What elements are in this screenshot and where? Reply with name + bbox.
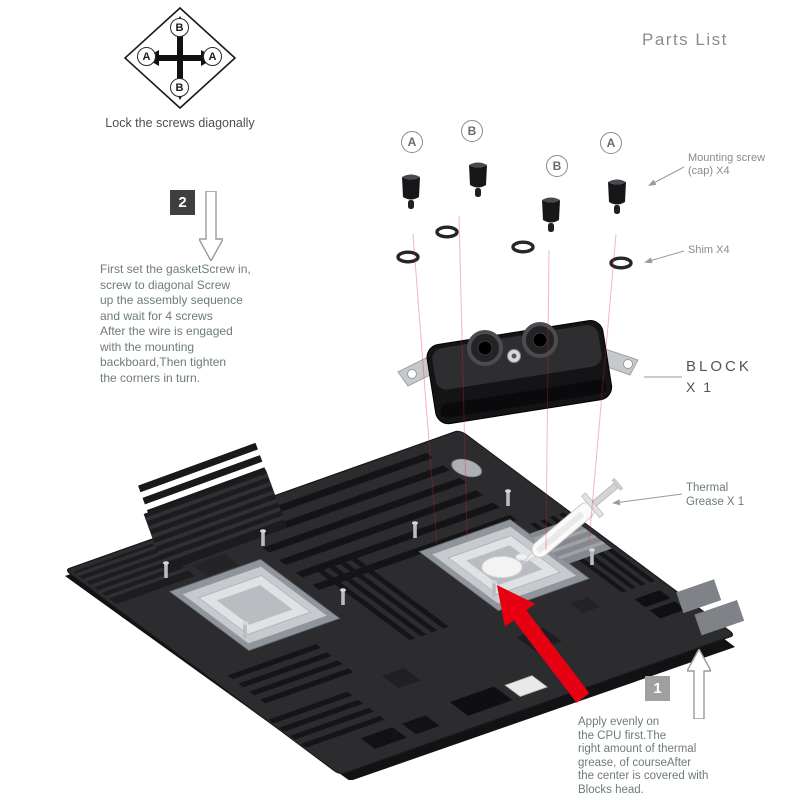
thermal-grease-label-line: Grease X 1 [686, 495, 745, 508]
mounting-screws-illustration [402, 162, 626, 232]
step-2-line: up the assembly sequence [100, 293, 243, 307]
step-2-line: After the wire is engaged [100, 324, 233, 338]
block-label-line: X 1 [686, 379, 714, 395]
step-2-badge: 2 [170, 190, 195, 215]
diamond-label-bottom-text: B [175, 81, 184, 94]
thermal-grease-illustration [481, 477, 624, 578]
screw-icon [402, 174, 420, 209]
diamond-label-right-text: A [208, 50, 217, 63]
thermal-grease-label-line: Thermal [686, 482, 729, 494]
block-ports [467, 322, 558, 366]
step-1-text: Apply evenly on the CPU first.The right … [578, 716, 743, 797]
mounting-screw-label-line: (cap) X4 [688, 165, 730, 177]
grease-blob [481, 556, 523, 578]
edge-connectors [676, 579, 745, 636]
atx-connector [449, 686, 513, 716]
pcie-slots [229, 452, 517, 590]
step-2-line: and wait for 4 screws [100, 308, 213, 323]
shim-label: Shim X4 [688, 244, 730, 256]
step-1-number: 1 [653, 680, 662, 697]
step-2-line: First set the gasketScrew in, [100, 262, 251, 276]
step-1-line: grease, of courseAfter [578, 756, 692, 769]
diamond-outline [123, 6, 237, 110]
step-1-line: the CPU first.The [578, 729, 667, 742]
shim-icon [396, 250, 420, 264]
screw-label-a1: A [401, 131, 423, 153]
up-arrow-icon [687, 649, 711, 719]
diamond-label-top-text: B [175, 21, 184, 34]
shims-illustration [396, 225, 633, 270]
diamond-label-top: B [170, 18, 189, 37]
cmos-battery [451, 458, 483, 478]
step-1-line: the center is covered with [578, 770, 709, 782]
diamond-label-left-text: A [142, 50, 151, 63]
screw-label-text: B [467, 124, 477, 138]
down-arrow-icon [199, 191, 223, 261]
step-1-line: Apply evenly on [578, 716, 660, 728]
block-label: BLOCK X 1 [686, 357, 752, 397]
screw-label-text: A [606, 136, 616, 150]
screw-icon [542, 197, 560, 232]
page-title: Parts List [642, 30, 728, 49]
step-2-line: backboard,Then tighten [100, 355, 227, 369]
shim-icon [435, 225, 459, 239]
mounting-screw-label-line: Mounting screw [688, 152, 766, 164]
sata-ports [634, 590, 671, 608]
step-2-line: the corners in turn. [100, 370, 201, 385]
syringe-icon [522, 477, 624, 564]
standoff-pins [163, 489, 595, 638]
step-2-line: screw to diagonal Screw [100, 277, 231, 292]
screw-label-a2: A [600, 132, 622, 154]
step-2-text: First set the gasketScrew in, screw to d… [100, 262, 280, 386]
block-label-line: BLOCK [686, 358, 752, 375]
step-1-badge: 1 [645, 676, 670, 701]
screw-icon [608, 179, 626, 214]
thermal-grease-label: Thermal Grease X 1 [686, 482, 744, 509]
screw-label-b1: B [461, 120, 483, 142]
water-block-illustration [397, 320, 639, 425]
screw-icon [469, 162, 487, 197]
block-body [426, 320, 613, 425]
mounting-screw-label: Mounting screw (cap) X4 [688, 152, 765, 178]
diamond-label-right: A [203, 47, 222, 66]
step-1-line: Blocks head. [578, 783, 644, 796]
screw-label-text: B [552, 159, 562, 173]
main-heatsink [143, 469, 288, 573]
diamond-label-left: A [137, 47, 156, 66]
cpu-socket-left [168, 558, 341, 652]
shim-icon [511, 240, 535, 254]
step-2-line: with the mounting [100, 339, 195, 354]
step-2-number: 2 [178, 194, 187, 211]
diamond-label-bottom: B [170, 78, 189, 97]
diamond-caption: Lock the screws diagonally [105, 116, 255, 130]
screw-label-text: A [407, 135, 417, 149]
step-1-line: right amount of thermal [578, 743, 697, 755]
screw-label-b2: B [546, 155, 568, 177]
shim-icon [609, 256, 633, 270]
